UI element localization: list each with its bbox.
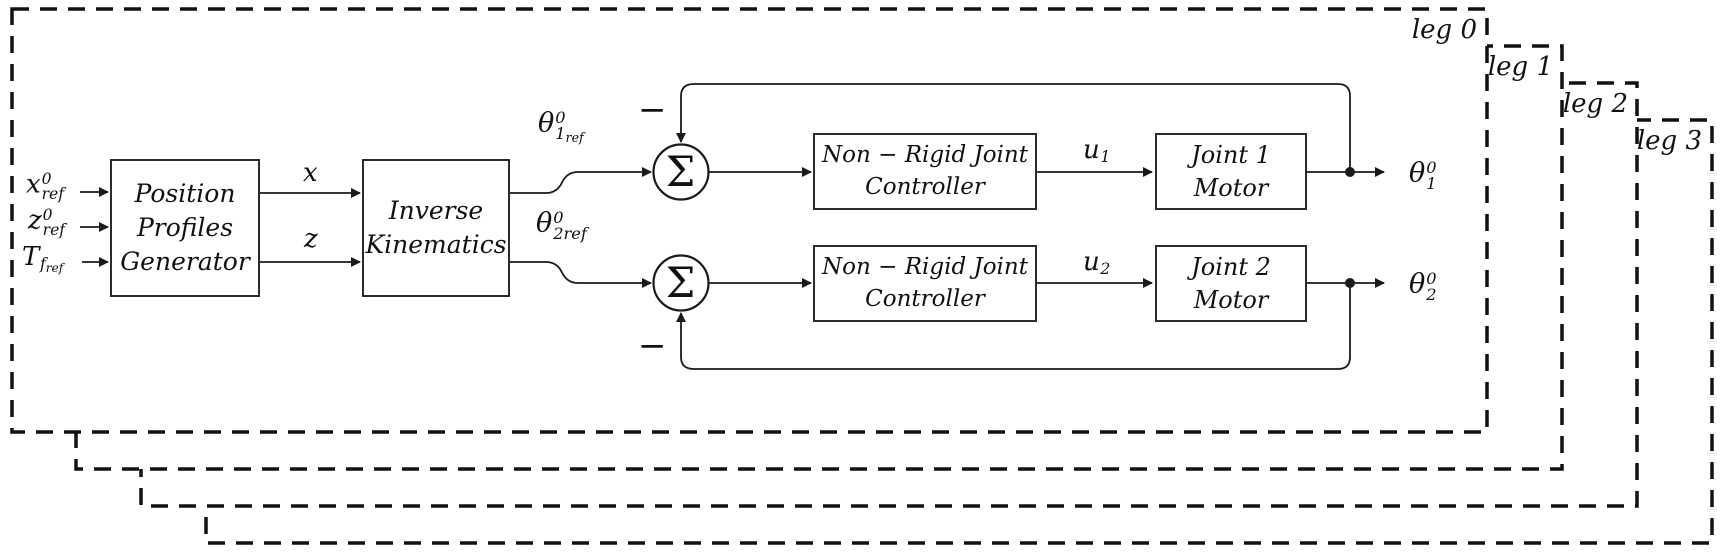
label-sup: 0 bbox=[553, 207, 564, 227]
label-base: u bbox=[1083, 247, 1100, 277]
block-line: Profiles bbox=[136, 213, 234, 243]
block-line: Non − Rigid Joint bbox=[822, 142, 1028, 169]
block-line: Kinematics bbox=[365, 230, 507, 259]
label-u1: u1 bbox=[1083, 135, 1111, 167]
label-leg3: leg 3 bbox=[1636, 126, 1702, 156]
block-line: Joint 1 bbox=[1191, 141, 1271, 170]
minus-sign-1: − bbox=[638, 90, 667, 130]
label-leg0: leg 0 bbox=[1411, 15, 1477, 45]
label-u2: u2 bbox=[1083, 247, 1111, 279]
label-sup: 0 bbox=[1426, 268, 1437, 288]
sum-junction-1 bbox=[652, 143, 710, 201]
label-coord-x: x bbox=[303, 158, 318, 188]
label-sub-digit: 1 bbox=[555, 123, 566, 143]
wire-feedback2 bbox=[676, 283, 1351, 370]
label-base: θ bbox=[538, 107, 555, 139]
sigma-symbol-2: Σ bbox=[665, 258, 696, 307]
block-line: Controller bbox=[865, 173, 985, 200]
label-base: T bbox=[22, 242, 40, 272]
sum-junction-2 bbox=[652, 254, 710, 312]
label-base: x bbox=[26, 169, 41, 200]
label-sup: 0 bbox=[555, 107, 566, 127]
label-sub: ref bbox=[42, 221, 66, 240]
block-line: Generator bbox=[120, 246, 250, 276]
label-sub: 1ref bbox=[555, 123, 584, 145]
label-base: θ bbox=[1409, 157, 1426, 189]
block-position-profiles-generator: Position Profiles Generator bbox=[110, 159, 260, 297]
block-nonrigid-joint-controller-2: Non − Rigid Joint Controller bbox=[813, 245, 1037, 322]
block-joint2-motor: Joint 2 Motor bbox=[1155, 245, 1307, 322]
takeoff-dot-joint1 bbox=[1345, 167, 1355, 177]
label-base: θ bbox=[536, 207, 553, 239]
label-sub: 1 bbox=[1100, 148, 1111, 167]
takeoff-dot-joint2 bbox=[1345, 278, 1355, 288]
block-line: Inverse bbox=[388, 196, 484, 226]
label-subsub: ref bbox=[565, 129, 584, 145]
label-t-f-ref: Tfref bbox=[22, 242, 63, 274]
label-base: z bbox=[28, 205, 42, 236]
label-sub: 2 bbox=[1100, 260, 1111, 279]
label-leg2: leg 2 bbox=[1562, 89, 1628, 119]
block-inverse-kinematics: Inverse Kinematics bbox=[362, 159, 510, 297]
label-leg1: leg 1 bbox=[1487, 52, 1553, 82]
label-coord-z: z bbox=[304, 224, 318, 254]
block-line: Joint 2 bbox=[1191, 253, 1271, 282]
block-line: Controller bbox=[865, 285, 985, 312]
label-sup: 0 bbox=[42, 205, 53, 224]
block-line: Non − Rigid Joint bbox=[822, 254, 1028, 281]
label-sub: f bbox=[39, 255, 46, 274]
label-subsub: ref bbox=[45, 261, 64, 276]
wire-theta2-ref bbox=[510, 261, 652, 288]
wire-feedback1 bbox=[676, 83, 1351, 172]
block-joint1-motor: Joint 1 Motor bbox=[1155, 133, 1307, 210]
label-sub: 2ref bbox=[553, 223, 587, 243]
label-sup: 0 bbox=[1426, 157, 1437, 177]
block-line: Motor bbox=[1193, 173, 1269, 202]
block-line: Motor bbox=[1193, 285, 1269, 314]
sigma-symbol-1: Σ bbox=[665, 147, 696, 196]
label-base: u bbox=[1083, 135, 1100, 165]
wire-theta1-ref bbox=[510, 167, 652, 194]
label-sub: 2 bbox=[1426, 284, 1437, 304]
block-line: Position bbox=[134, 179, 236, 209]
label-base: θ bbox=[1409, 268, 1426, 300]
label-sub: ref bbox=[41, 185, 65, 204]
minus-sign-2: − bbox=[638, 326, 667, 366]
block-nonrigid-joint-controller-1: Non − Rigid Joint Controller bbox=[813, 133, 1037, 210]
label-sup: 0 bbox=[41, 169, 52, 188]
label-sub: 1 bbox=[1426, 173, 1437, 193]
